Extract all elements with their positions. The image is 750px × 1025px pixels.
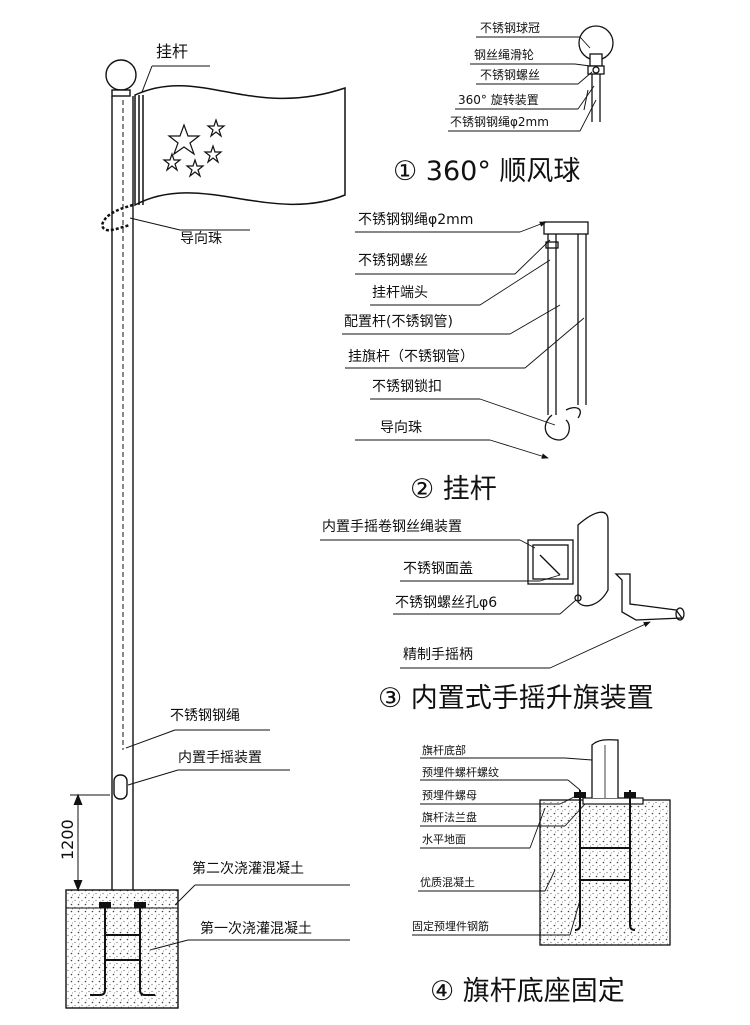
- s2-label-0: 不锈钢钢绳φ2mm: [358, 212, 474, 228]
- s2-label-3: 配置杆(不锈钢管): [344, 314, 453, 330]
- s2-label-5: 不锈钢锁扣: [372, 379, 442, 395]
- flag: [100, 85, 346, 232]
- section4-title: ④ 旗杆底座固定: [430, 976, 625, 1007]
- section2-drawing: [543, 221, 589, 441]
- section1-drawing: [578, 25, 614, 122]
- guide-bead-label: 导向珠: [180, 231, 222, 247]
- s4-label-1: 预埋件螺杆螺纹: [422, 766, 499, 779]
- s3-label-3: 精制手摇柄: [403, 647, 473, 663]
- section3-leaders: [320, 539, 651, 669]
- inner-crank-label: 内置手摇装置: [178, 750, 262, 766]
- s4-label-6: 固定预埋件钢筋: [412, 920, 489, 933]
- s1-label-4: 不锈钢钢绳φ2mm: [450, 115, 549, 129]
- hang-pole-label: 挂杆: [156, 42, 189, 61]
- section1-title: ① 360° 顺风球: [393, 156, 581, 187]
- section2-leaders: [342, 221, 585, 459]
- s4-label-5: 优质混凝土: [420, 876, 475, 889]
- flag-stars: [162, 118, 226, 178]
- section4-leaders: [412, 757, 593, 936]
- s1-label-3: 360° 旋转装置: [458, 93, 539, 107]
- height-label: 1200: [58, 819, 77, 860]
- s1-label-2: 不锈钢螺丝: [480, 68, 541, 82]
- s2-label-2: 挂杆端头: [372, 285, 428, 301]
- s3-label-1: 不锈钢面盖: [403, 561, 473, 577]
- s4-label-4: 水平地面: [422, 833, 466, 846]
- s1-label-0: 不锈钢球冠: [480, 21, 541, 35]
- s2-label-1: 不锈钢螺丝: [358, 253, 428, 269]
- s3-label-0: 内置手摇卷钢丝绳装置: [322, 519, 462, 535]
- section3-drawing: [527, 511, 685, 621]
- s4-label-2: 预埋件螺母: [422, 789, 477, 802]
- main-pole: [105, 59, 137, 890]
- s1-label-1: 钢丝绳滑轮: [474, 48, 535, 62]
- steel-rope-label: 不锈钢钢绳: [170, 708, 240, 724]
- s2-label-6: 导向珠: [380, 420, 422, 436]
- section3-title: ③ 内置式手摇升旗装置: [378, 683, 654, 714]
- section2-title: ② 挂杆: [410, 474, 497, 505]
- second-concrete-label: 第二次浇灌混凝土: [192, 861, 304, 877]
- s4-label-3: 旗杆法兰盘: [422, 811, 477, 824]
- main-foundation: [65, 889, 179, 1009]
- section4-drawing: [539, 739, 671, 946]
- s4-label-0: 旗杆底部: [422, 744, 466, 757]
- section1-leaders: [448, 36, 597, 132]
- s2-label-4: 挂旗杆（不锈钢管）: [348, 349, 474, 365]
- first-concrete-label: 第一次浇灌混凝土: [200, 921, 312, 937]
- s3-label-2: 不锈钢螺丝孔φ6: [395, 595, 498, 611]
- main-leaders: [125, 65, 350, 951]
